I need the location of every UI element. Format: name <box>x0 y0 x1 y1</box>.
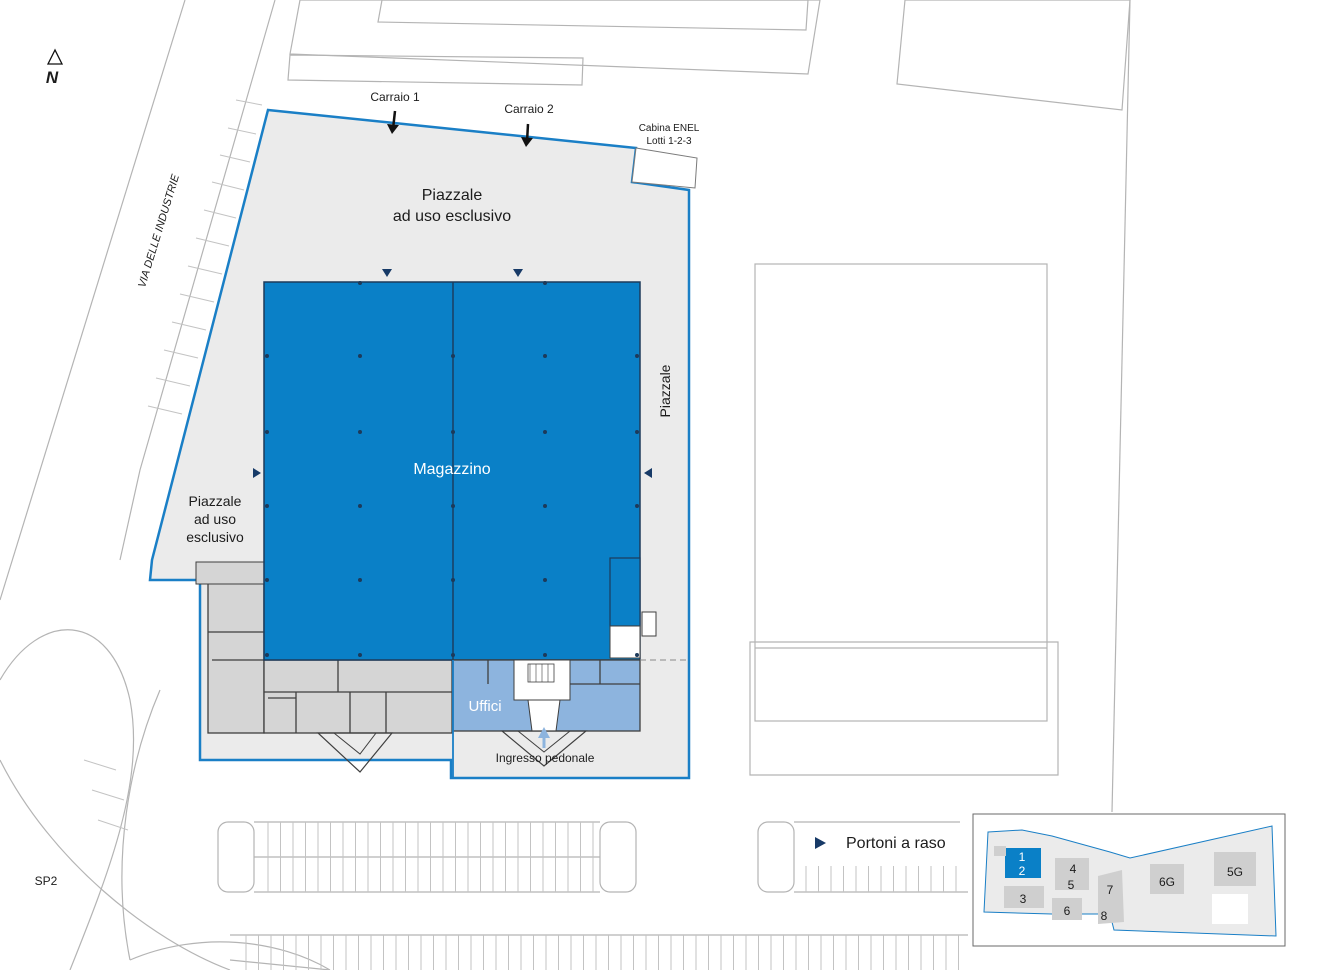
cabina-enel-box <box>631 147 698 189</box>
dock-door-markers <box>253 269 652 478</box>
warehouse-building <box>263 281 657 661</box>
triangle-marker-icon <box>253 468 261 478</box>
road-sp2-label: SP2 <box>35 874 58 888</box>
yard-exclusive-label-line2: ad uso esclusivo <box>393 208 511 225</box>
yard-east-label: Piazzale <box>657 364 673 417</box>
parking-area <box>217 821 968 970</box>
triangle-marker-icon <box>815 837 826 849</box>
keymap-lot-7-8 <box>1098 870 1124 924</box>
lotti-label: Lotti 1-2-3 <box>646 136 691 147</box>
legend-dock-doors-label: Portoni a raso <box>846 835 946 852</box>
neighbouring-plots <box>287 0 1131 111</box>
keymap-lot-6g <box>1150 864 1184 894</box>
pedestrian-entrance-label: Ingresso pedonale <box>496 751 595 765</box>
keymap-label-4: 4 <box>1070 862 1077 876</box>
street-label: VIA DELLE INDUSTRIE <box>136 173 182 290</box>
keymap-label-7: 7 <box>1107 883 1114 897</box>
pedestrian-entrance-arrow-icon <box>538 727 550 748</box>
north-label: N <box>46 68 59 87</box>
yard-west-label-line3: esclusivo <box>186 529 244 545</box>
surrounding-streets <box>0 0 1131 970</box>
keymap-lot-1-2 <box>1005 848 1041 878</box>
keymap-lot-6 <box>1052 898 1082 920</box>
street-parking-stripes <box>83 99 263 831</box>
keymap-label-6g: 6G <box>1159 875 1175 889</box>
carraio-1-label: Carraio 1 <box>370 90 420 104</box>
carraio-2-label: Carraio 2 <box>504 102 554 116</box>
offices-label: Uffici <box>468 698 501 715</box>
triangle-marker-icon <box>513 269 523 277</box>
keymap-label-3: 3 <box>1020 892 1027 906</box>
keymap-lot-5g <box>1214 852 1256 886</box>
neighbouring-building-east <box>749 263 1059 776</box>
warehouse-label: Magazzino <box>413 461 490 478</box>
triangle-marker-icon <box>644 468 652 478</box>
keymap: 1 2 3 4 5 6 7 8 6G 5G <box>972 813 1286 947</box>
offices-building <box>452 659 641 767</box>
carraio-2-arrow-icon <box>521 123 533 147</box>
keymap-label-1: 1 <box>1019 850 1026 864</box>
keymap-label-6: 6 <box>1064 904 1071 918</box>
keymap-lot-4-5 <box>1055 858 1089 890</box>
carraio-1-arrow-icon <box>387 110 399 134</box>
keymap-lot-3 <box>1004 886 1044 908</box>
office-block-west <box>195 561 453 773</box>
north-arrow-icon <box>46 48 64 65</box>
yard-exclusive-label-line1: Piazzale <box>422 187 483 204</box>
keymap-label-2: 2 <box>1019 864 1026 878</box>
keymap-label-5: 5 <box>1068 878 1075 892</box>
structural-columns <box>265 281 639 657</box>
yard-west-label-line1: Piazzale <box>189 493 242 509</box>
keymap-label-8: 8 <box>1101 909 1108 923</box>
triangle-marker-icon <box>382 269 392 277</box>
cabina-enel-label: Cabina ENEL <box>639 123 700 134</box>
keymap-label-5g: 5G <box>1227 865 1243 879</box>
yard-west-label-line2: ad uso <box>194 511 236 527</box>
